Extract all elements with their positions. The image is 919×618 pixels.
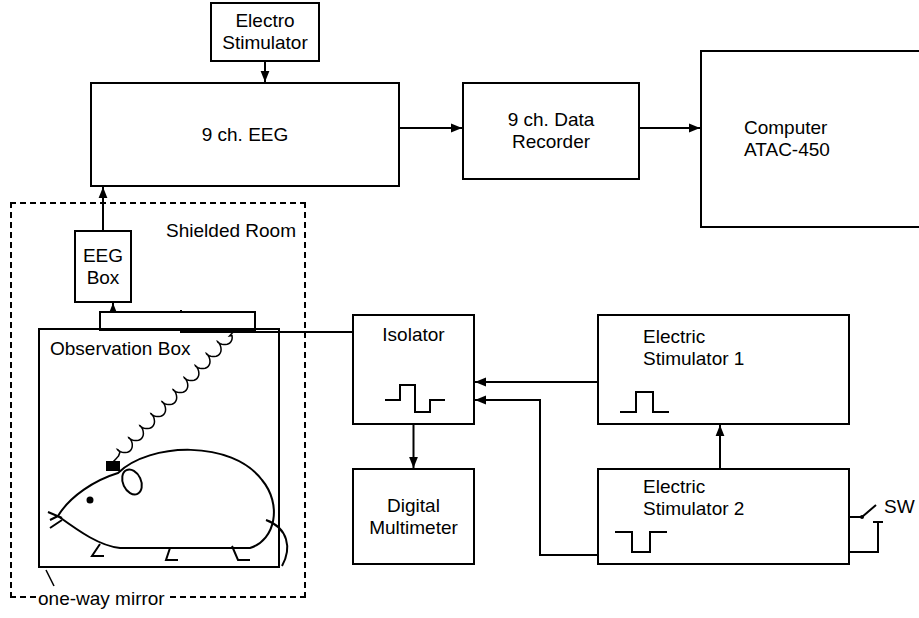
node-label: Digital Multimeter: [359, 495, 469, 539]
eeg-box: EEG Box: [74, 230, 132, 303]
signal-arrow: [413, 425, 415, 468]
stimulator-box: Electric Stimulator 2: [597, 468, 850, 565]
text-block: Shielded Room: [164, 220, 298, 242]
negative-pulse-symbol: [615, 532, 667, 552]
text-block: Electric Stimulator 2: [641, 476, 791, 520]
shielded-room: Shielded RoomEEG BoxObservation Box: [10, 202, 306, 598]
text-block: Digital Multimeter: [359, 495, 469, 539]
stimulator-box: Electro Stimulator: [210, 2, 320, 62]
signal-arrow: [400, 127, 462, 129]
signal-arrow: [475, 400, 597, 555]
signal-arrow: [640, 127, 700, 129]
node-label: Shielded Room: [164, 220, 298, 242]
node-label: Isolator: [380, 324, 446, 346]
node-label: EEG Box: [78, 245, 128, 289]
text-block: 9 ch. Data Recorder: [491, 109, 611, 153]
rat-figure: [48, 450, 287, 566]
text-block: Observation Box: [48, 338, 192, 360]
node-label: Electro Stimulator: [218, 10, 312, 54]
node-label: Observation Box: [48, 338, 192, 360]
data-recorder-box: 9 ch. Data Recorder: [462, 82, 640, 180]
eeg-amplifier-box: 9 ch. EEG: [90, 82, 400, 187]
stimulator-box: Electric Stimulator 1: [597, 314, 850, 425]
observation-box: Observation Box: [38, 328, 280, 568]
multimeter-box: Digital Multimeter: [352, 468, 475, 565]
switch-symbol: [850, 505, 883, 552]
headstage: [106, 461, 120, 471]
node-label: Computer ATAC-450: [742, 117, 882, 161]
text-block: Electro Stimulator: [218, 10, 312, 54]
text-block: Electric Stimulator 1: [641, 326, 791, 370]
signal-arrow: [264, 62, 266, 82]
switch-contact: [860, 515, 864, 519]
text-block: EEG Box: [78, 245, 128, 289]
node-label: 9 ch. Data Recorder: [491, 109, 611, 153]
signal-arrow: [102, 187, 104, 230]
signal-arrow: [475, 381, 597, 383]
isolator-box: Isolator: [352, 314, 475, 425]
node-label: Electric Stimulator 1: [641, 326, 791, 370]
text-block: 9 ch. EEG: [200, 124, 291, 146]
computer-box: Computer ATAC-450: [700, 50, 919, 228]
leader-line: [46, 570, 54, 586]
text-block: Isolator: [380, 324, 446, 346]
positive-pulse-symbol: [620, 392, 669, 412]
annotation-label: one-way mirror: [36, 588, 167, 610]
text-block: Computer ATAC-450: [742, 117, 882, 161]
switch-label: SW: [882, 496, 917, 518]
node-label: Electric Stimulator 2: [641, 476, 791, 520]
signal-arrow: [719, 425, 721, 468]
node-label: 9 ch. EEG: [200, 124, 291, 146]
biphasic-pulse-symbol: [385, 385, 445, 412]
